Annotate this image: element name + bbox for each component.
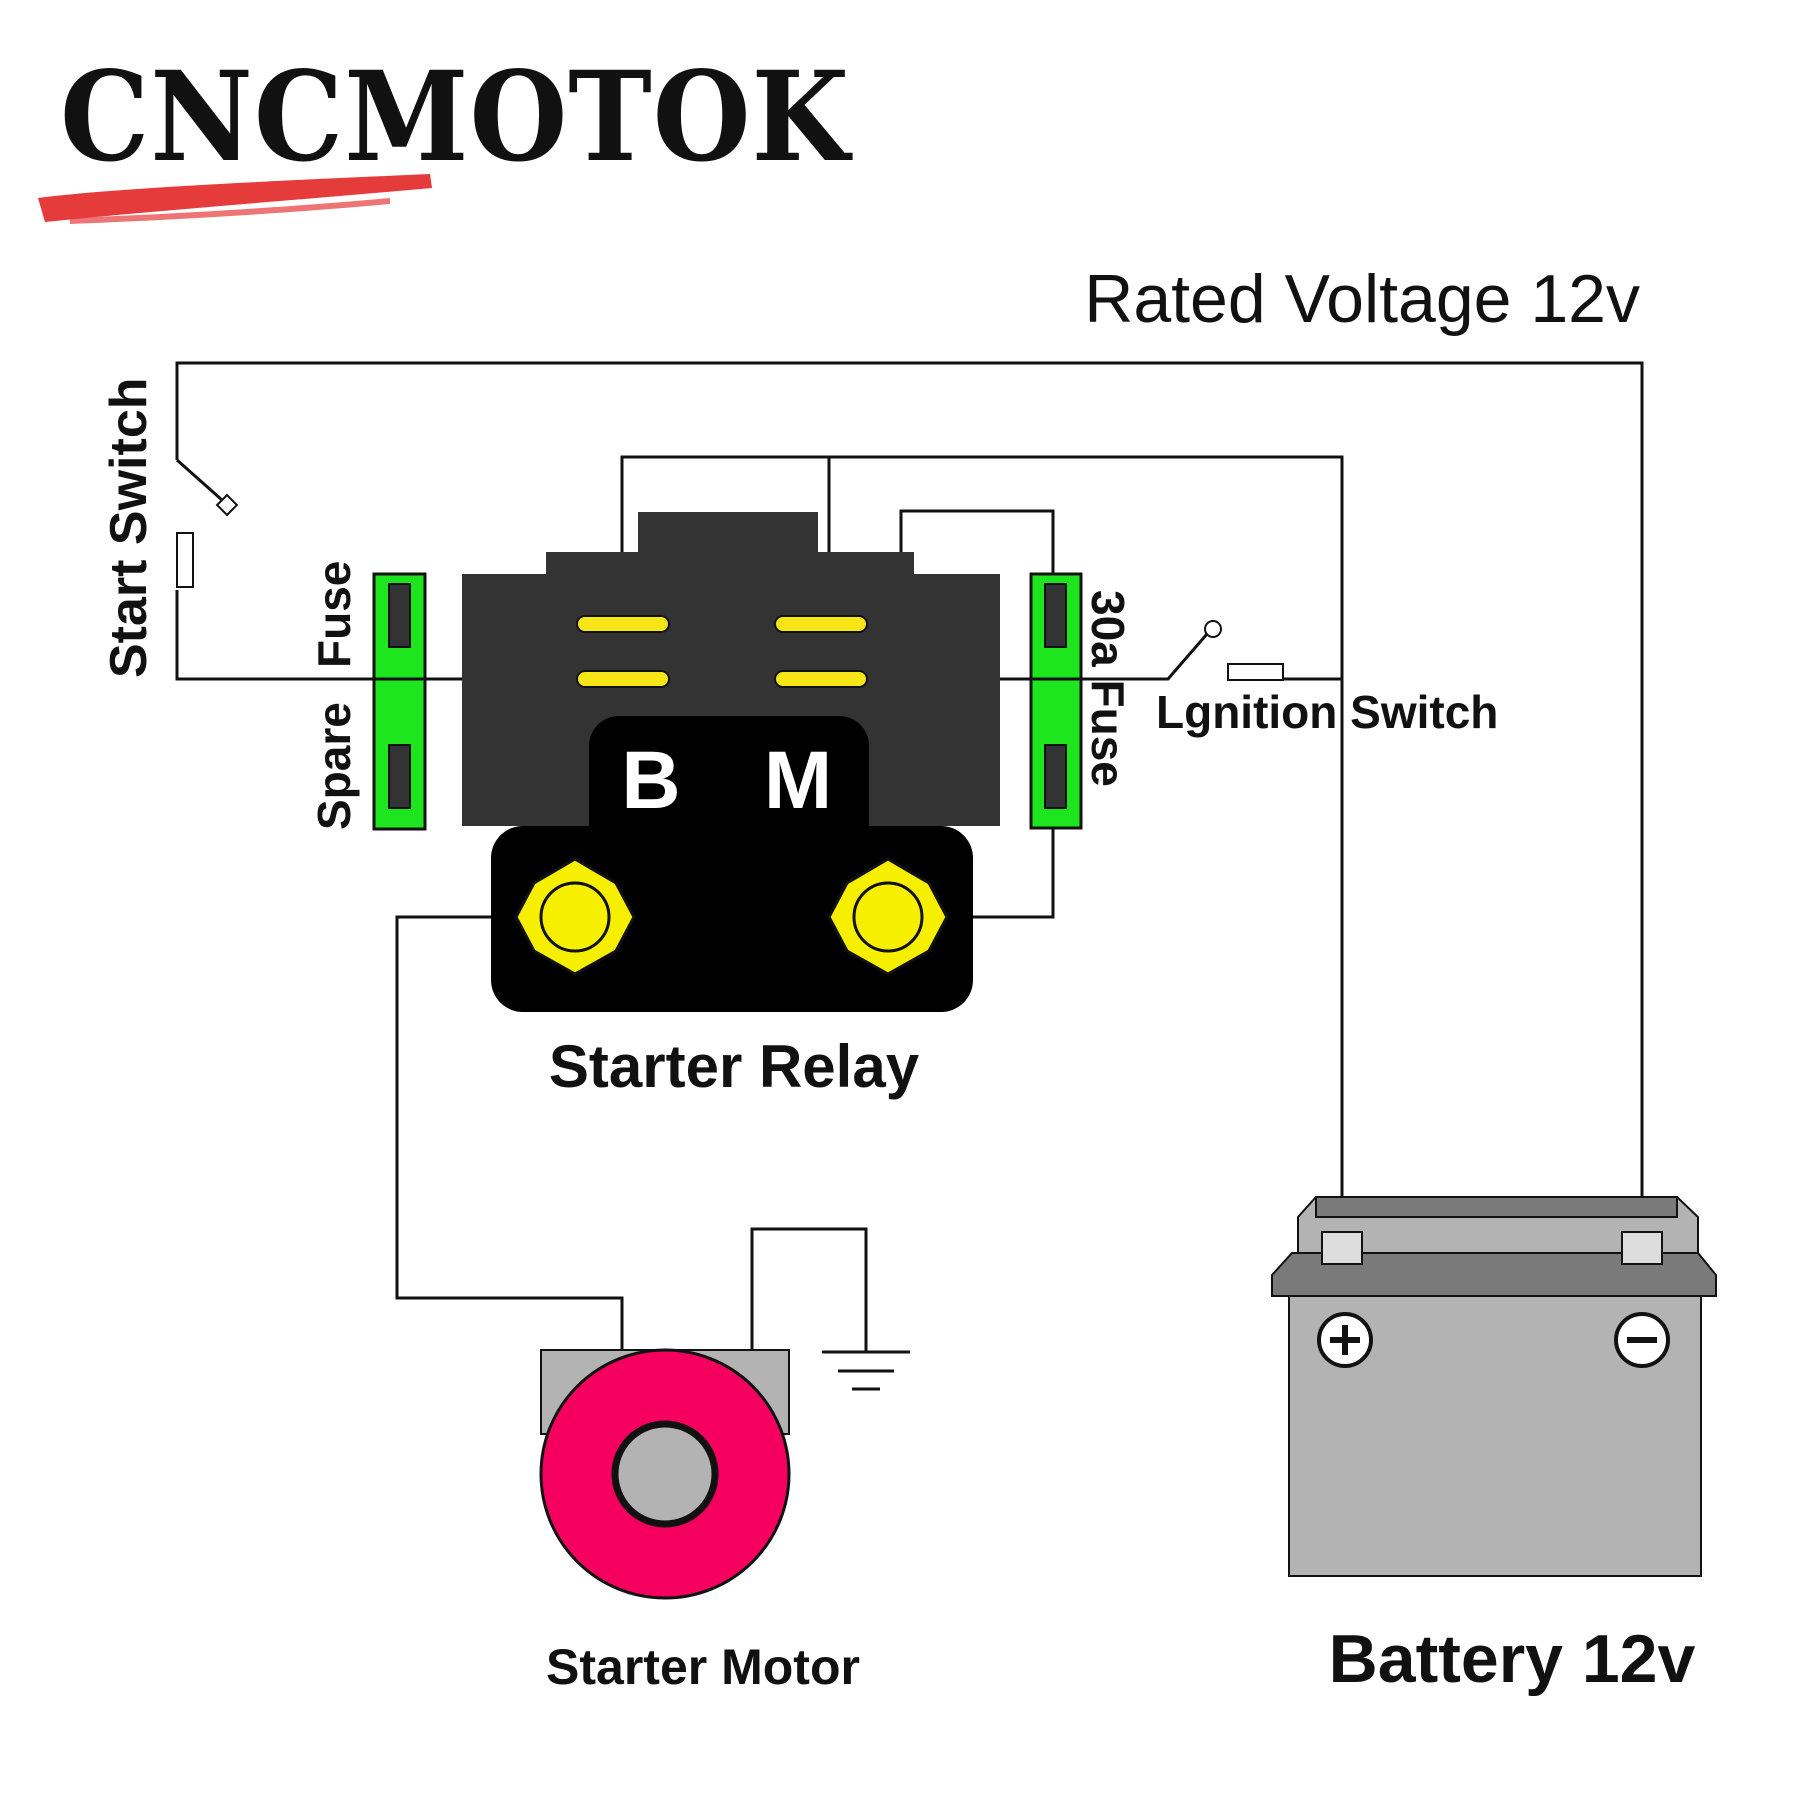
start-switch-lever	[176, 458, 223, 502]
spare-fuse: Spare Fuse	[308, 561, 427, 831]
fuse-30a-label: 30a Fuse	[1082, 590, 1134, 787]
wire-starter-motor-to-ground	[750, 1227, 868, 1352]
ignition-switch-label: Lgnition Switch	[1156, 686, 1498, 738]
brand-logo-text: CNCMOTOK	[60, 45, 853, 190]
spare-fuse-label-word2: Fuse	[308, 561, 360, 668]
fuse-30a-slot-top	[1044, 583, 1067, 648]
minus-icon	[1614, 1312, 1670, 1368]
fuse-30a: 30a Fuse	[1029, 572, 1134, 830]
starter-motor-shaft	[611, 1420, 719, 1528]
relay-terminal-m-label: M	[764, 735, 832, 826]
wire-b-terminal-to-starter-motor	[395, 915, 624, 1350]
wire-relay-pins-to-battery-positive	[620, 455, 1344, 1228]
starter-relay-label: Starter Relay	[549, 1033, 920, 1100]
battery-lid-lower	[1271, 1252, 1717, 1297]
relay-bolt-b-nut	[539, 881, 611, 953]
starter-relay: B M Starter Relay	[462, 512, 1000, 1100]
ignition-switch-contact	[1227, 663, 1284, 681]
relay-pin-bottom-left	[576, 670, 670, 688]
fuse-30a-slot-bottom	[1044, 744, 1067, 809]
brand-logo-underline-streak	[70, 198, 390, 224]
relay-pin-top-right	[774, 615, 868, 633]
plus-icon	[1317, 1312, 1373, 1368]
wire-start-switch-to-relay	[175, 590, 582, 681]
spare-fuse-slot-top	[388, 583, 411, 648]
relay-bolt-m-nut	[852, 881, 924, 953]
battery-label: Battery 12v	[1329, 1621, 1696, 1697]
wire-start-switch-to-battery-negative	[175, 361, 1644, 1228]
relay-pin-bottom-right	[774, 670, 868, 688]
relay-bolt-m	[827, 857, 949, 976]
spare-fuse-label-word1: Spare	[308, 702, 360, 830]
starter-motor: Starter Motor	[539, 1348, 860, 1695]
battery-lid-upper-top	[1315, 1196, 1678, 1218]
relay-terminal-b-label: B	[621, 735, 680, 826]
ignition-switch-pivot	[1204, 620, 1222, 638]
brand-logo-underline	[38, 174, 432, 222]
battery: Battery 12v	[1271, 1196, 1717, 1697]
spare-fuse-slot-bottom	[388, 744, 411, 809]
relay-bolt-b	[514, 857, 636, 976]
ignition-switch: Lgnition Switch	[1156, 620, 1498, 738]
ground-icon	[822, 1350, 910, 1391]
relay-pin-top-left	[576, 615, 670, 633]
starter-relay-base	[491, 826, 973, 1012]
wiring	[175, 361, 1644, 1352]
start-switch-contact	[215, 493, 239, 517]
battery-terminal-positive	[1321, 1231, 1363, 1265]
brand-logo: CNCMOTOK	[38, 45, 853, 224]
rated-voltage-label: Rated Voltage 12v	[1084, 261, 1640, 337]
wire-30a-fuse-to-m-terminal	[970, 828, 1055, 919]
battery-terminal-negative	[1621, 1231, 1663, 1265]
start-switch-label: Start Switch	[100, 378, 158, 679]
start-switch-body	[176, 532, 194, 588]
starter-motor-label: Starter Motor	[546, 1639, 860, 1695]
start-switch: Start Switch	[100, 378, 239, 679]
